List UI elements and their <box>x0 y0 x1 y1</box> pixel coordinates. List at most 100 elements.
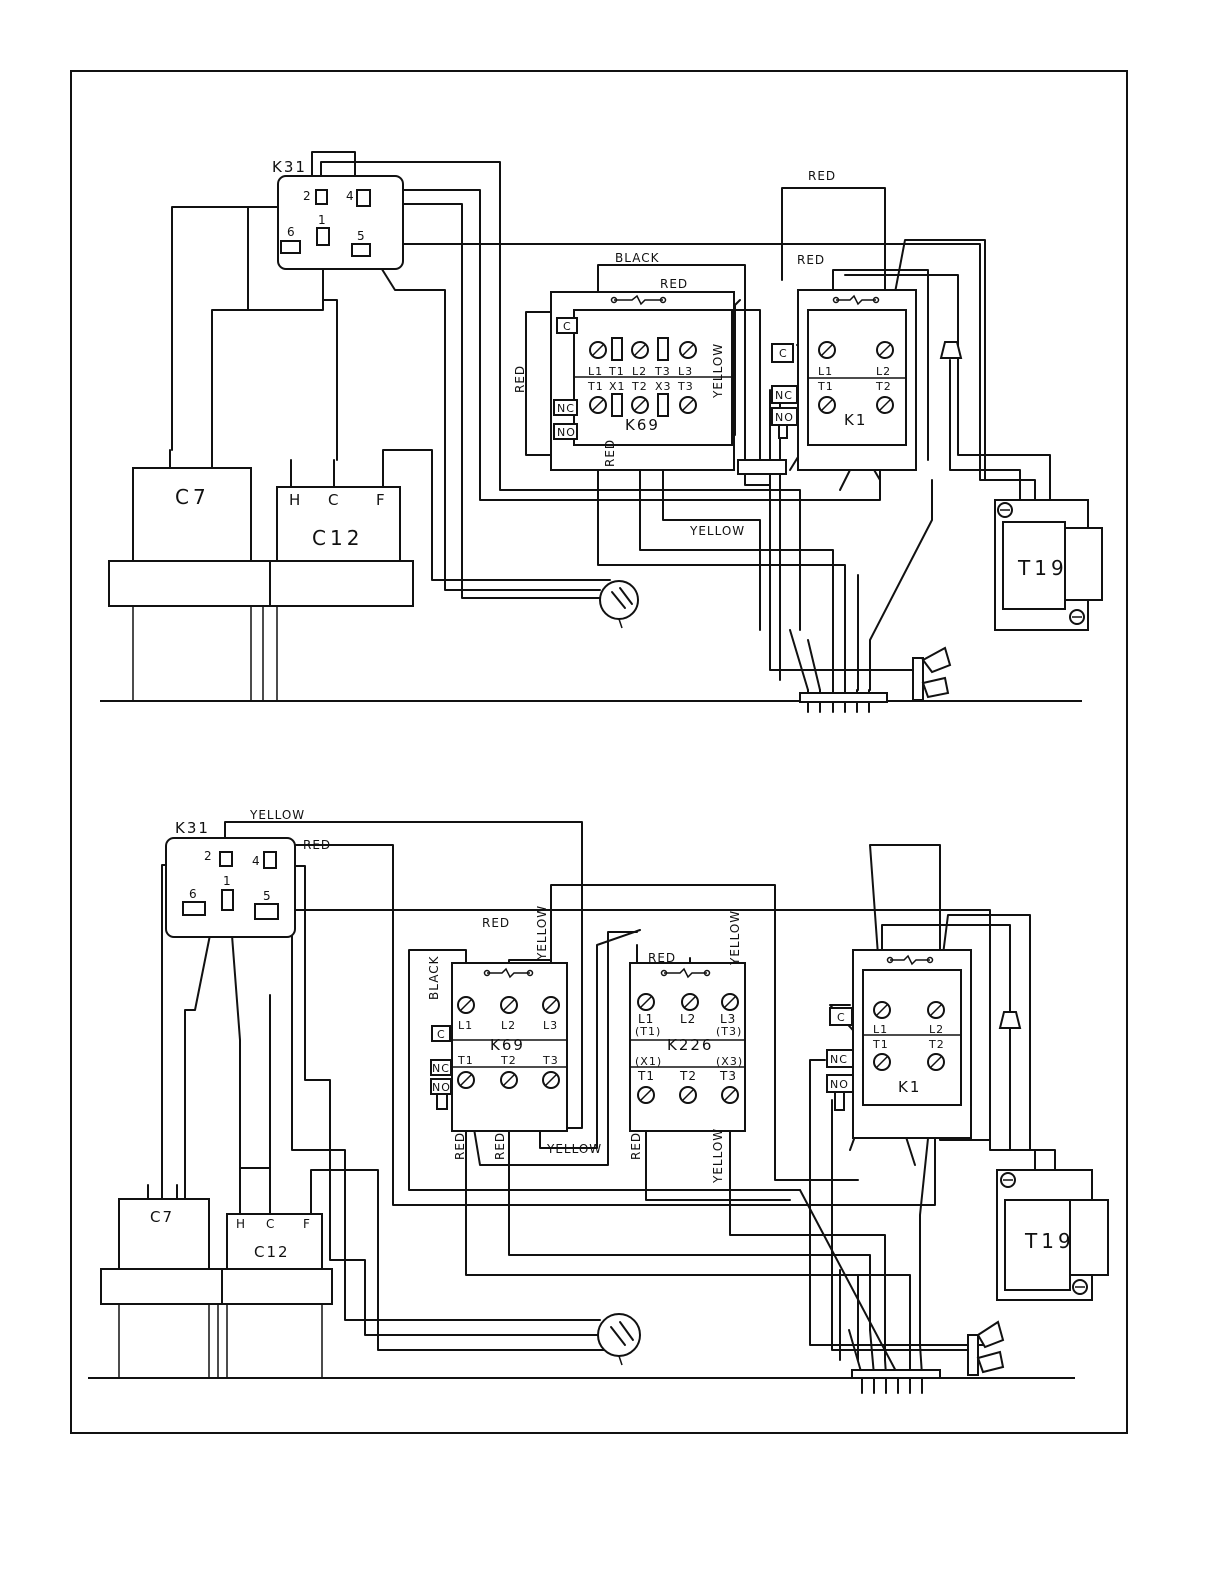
top-k31-relay: K31 2 4 6 1 5 <box>272 158 404 270</box>
bottom-wire-red-1: RED <box>303 838 331 852</box>
top-k31-label: K31 <box>272 158 307 176</box>
bottom-k69-label-t3: T3 <box>542 1054 559 1067</box>
top-diagram: K31 2 4 6 1 5 C7 H C F C12 <box>100 151 1103 713</box>
top-k69-bot-label-3: T2 <box>631 380 648 393</box>
bottom-k69-label-t2: T2 <box>500 1054 517 1067</box>
bottom-k69-label-l3: L3 <box>543 1019 558 1032</box>
bottom-diagram: K31 2 4 6 1 5 C7 H C F C12 <box>88 808 1109 1394</box>
top-k69-top-label-2: T1 <box>608 365 625 378</box>
bottom-k226-sub-x3: (X3) <box>716 1055 743 1068</box>
bottom-c12-terminal-c: C <box>266 1217 275 1231</box>
top-t19-transformer: T19 <box>994 499 1103 631</box>
top-k31-pin-4: 4 <box>346 189 355 203</box>
diagram-frame <box>70 70 1128 1434</box>
bottom-lamp-symbol <box>998 1011 1022 1029</box>
bottom-k1-label-t1: T1 <box>872 1038 889 1051</box>
bottom-k226-label-t1: T1 <box>637 1069 655 1083</box>
bottom-k226-label-l3: L3 <box>720 1012 736 1026</box>
bottom-k69-aux-nc: NC <box>432 1062 450 1075</box>
bottom-k69-label-l2: L2 <box>501 1019 516 1032</box>
top-k69-aux-no: NO <box>557 426 576 439</box>
top-wire-red-4: RED <box>513 365 527 393</box>
top-k1-label-t2: T2 <box>875 380 892 393</box>
top-c12-terminal-c: C <box>328 491 340 509</box>
bottom-k226-label: K226 <box>667 1036 713 1054</box>
bottom-t19-label: T19 <box>1024 1229 1075 1253</box>
top-k69-bot-label-4: X3 <box>655 380 672 393</box>
top-k69-bot-label-2: X1 <box>609 380 626 393</box>
top-k69-bot-label-5: T3 <box>677 380 694 393</box>
top-k1-label-l2: L2 <box>876 365 891 378</box>
bottom-k1-contactor: L1 L2 T1 T2 K1 C NC NO <box>826 949 972 1139</box>
top-k69-bot-label-1: T1 <box>587 380 604 393</box>
top-k69-top-label-5: L3 <box>678 365 693 378</box>
top-k1-label-l1: L1 <box>818 365 833 378</box>
top-k69-top-label-1: L1 <box>588 365 603 378</box>
bottom-k69-aux-c: C <box>437 1028 446 1041</box>
top-k1-label: K1 <box>844 411 867 429</box>
bottom-k1-label-l2: L2 <box>929 1023 944 1036</box>
top-ground-plug <box>799 646 952 703</box>
top-plug <box>599 580 639 629</box>
top-k1-aux-c: C <box>779 347 788 360</box>
bottom-wire-red-2: RED <box>482 916 510 930</box>
top-k31-pin-2: 2 <box>303 189 312 203</box>
top-c7-label: C7 <box>175 485 210 509</box>
top-c12-label: C12 <box>312 526 363 550</box>
bottom-k1-label-t2: T2 <box>928 1038 945 1051</box>
bottom-k226-sub-t1: (T1) <box>635 1025 661 1038</box>
bottom-c12-terminal-f: F <box>303 1217 311 1231</box>
bottom-k1-label-l1: L1 <box>873 1023 888 1036</box>
bottom-k31-label: K31 <box>175 819 210 837</box>
top-k1-label-t1: T1 <box>817 380 834 393</box>
bottom-k1-aux-c: C <box>837 1011 846 1024</box>
top-t19-label: T19 <box>1017 556 1068 580</box>
top-wire-red-1: RED <box>808 169 836 183</box>
top-wire-black: BLACK <box>615 251 660 265</box>
bottom-k31-pin-5: 5 <box>263 889 272 903</box>
bottom-c7-label: C7 <box>150 1208 174 1226</box>
top-k31-pin-5: 5 <box>357 229 366 243</box>
bottom-k31-pin-2: 2 <box>204 849 213 863</box>
bottom-wire-red-4: RED <box>453 1132 467 1160</box>
top-c12-terminal-h: H <box>289 491 302 509</box>
bottom-k226-contactor: L1 (T1) L2 L3 (T3) K226 (X1) (X3) T1 T2 … <box>629 962 746 1132</box>
top-k1-aux-no: NO <box>775 411 794 424</box>
bottom-wire-yellow-1: YELLOW <box>249 808 305 822</box>
bottom-k69-contactor: L1 L2 L3 K69 T1 T2 T3 C NC NO <box>430 962 568 1132</box>
bottom-k31-pin-6: 6 <box>189 887 198 901</box>
top-k69-contactor: C NC NO L1 T1 L2 T3 L3 T1 X1 <box>550 291 735 471</box>
top-capacitors: C7 H C F C12 <box>108 449 414 701</box>
top-k69-top-label-3: L2 <box>632 365 647 378</box>
bottom-k69-label-l1: L1 <box>458 1019 473 1032</box>
bottom-wire-black: BLACK <box>427 955 441 1000</box>
bottom-wire-yellow-4: YELLOW <box>546 1142 602 1156</box>
bottom-c12-label: C12 <box>254 1243 290 1261</box>
bottom-wire-red-6: RED <box>629 1132 643 1160</box>
bottom-wire-yellow-5: YELLOW <box>711 1128 725 1184</box>
top-wire-yellow-2: YELLOW <box>689 524 745 538</box>
bottom-c12-terminal-h: H <box>236 1217 246 1231</box>
bottom-k69-label: K69 <box>490 1036 525 1054</box>
bottom-k31-pin-1: 1 <box>223 874 232 888</box>
top-k69-aux-c: C <box>563 320 572 333</box>
bottom-k226-sub-t3: (T3) <box>716 1025 742 1038</box>
bottom-ground-plug <box>851 1320 1005 1379</box>
bottom-capacitors: C7 H C F C12 <box>100 1167 333 1378</box>
top-terminal-strip <box>737 459 787 475</box>
bottom-k226-label-t2: T2 <box>679 1069 697 1083</box>
top-wire-red-2: RED <box>797 253 825 267</box>
top-wire-red-3: RED <box>660 277 688 291</box>
top-k69-label: K69 <box>625 416 660 434</box>
top-k31-pin-6: 6 <box>287 225 296 239</box>
bottom-k31-pin-4: 4 <box>252 854 261 868</box>
top-k1-contactor: L1 L2 T1 T2 K1 C NC NO <box>771 289 917 471</box>
bottom-wire-red-3: RED <box>648 951 676 965</box>
bottom-wire-red-5: RED <box>493 1132 507 1160</box>
bottom-k226-label-l2: L2 <box>680 1012 696 1026</box>
bottom-k226-label-l1: L1 <box>638 1012 654 1026</box>
top-k1-aux-nc: NC <box>775 389 793 402</box>
top-wire-yellow-1: YELLOW <box>711 343 725 399</box>
bottom-k31-relay: K31 2 4 6 1 5 <box>165 819 296 938</box>
bottom-k1-label: K1 <box>898 1078 921 1096</box>
